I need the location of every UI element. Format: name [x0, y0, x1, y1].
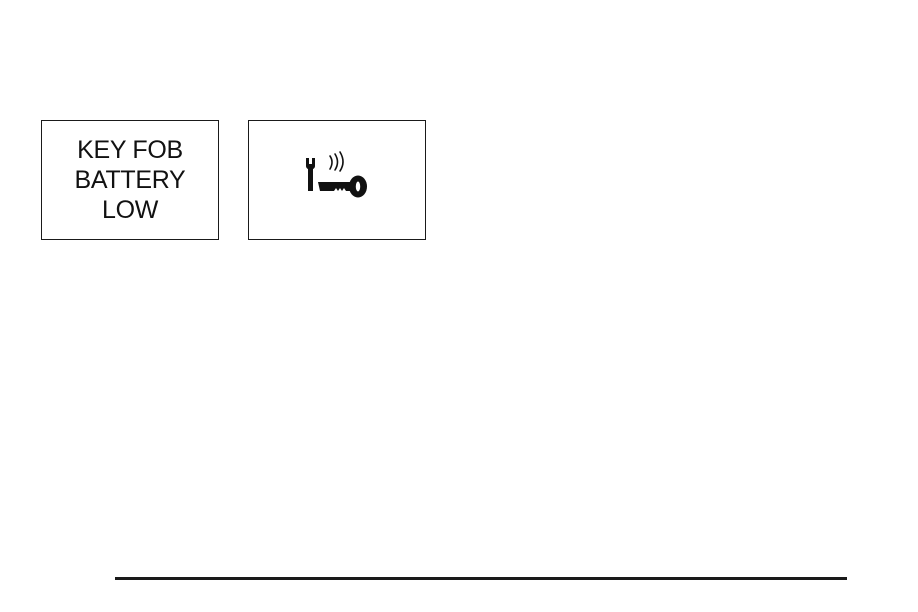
message-line-1: KEY FOB — [75, 135, 186, 165]
message-line-2: BATTERY — [75, 165, 186, 195]
page-divider-rule — [115, 577, 847, 580]
message-line-3: LOW — [75, 195, 186, 225]
key-fob-symbol-panel — [248, 120, 426, 240]
key-fob-battery-low-message-panel: KEY FOB BATTERY LOW — [41, 120, 219, 240]
key-fob-service-icon — [297, 150, 377, 210]
key-fob-battery-low-message: KEY FOB BATTERY LOW — [75, 135, 186, 225]
